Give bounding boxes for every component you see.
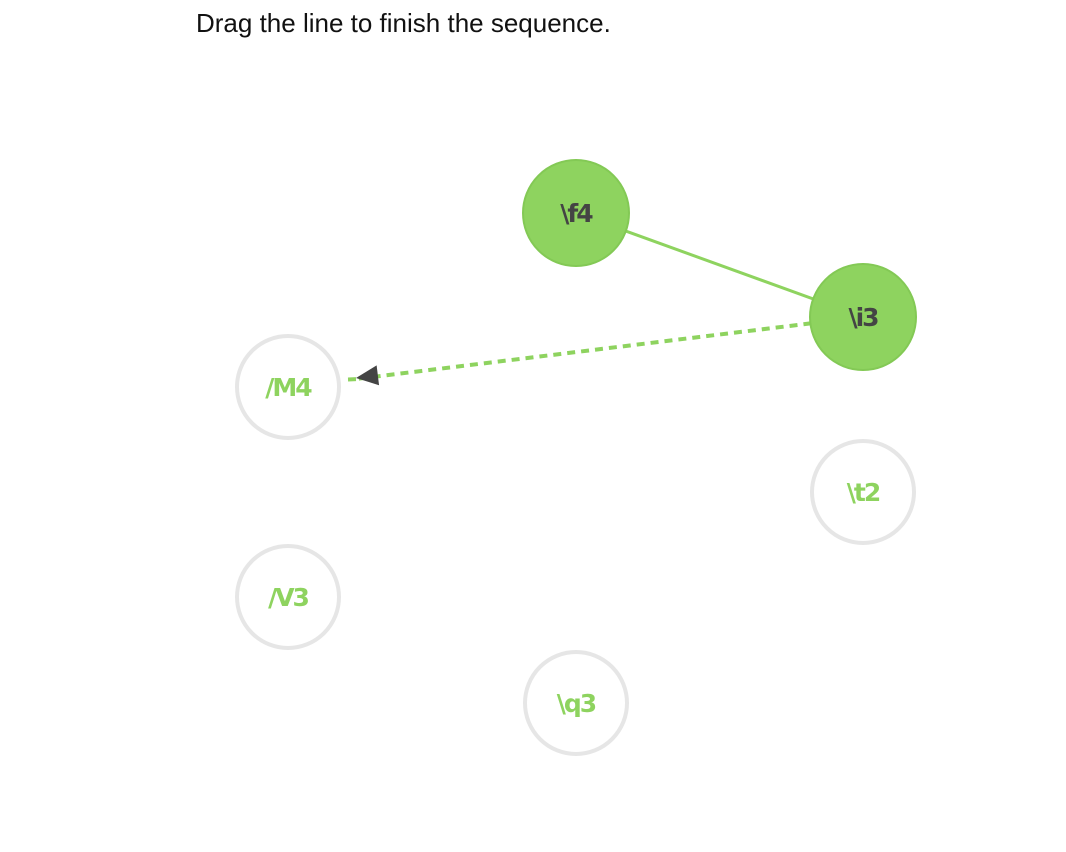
node-circle (235, 544, 341, 650)
drag-handle-arrow-icon[interactable] (356, 365, 380, 386)
drag-line[interactable] (355, 321, 812, 381)
node-label: \q3 (557, 689, 596, 718)
sequence-node-t2[interactable]: \t2 (810, 439, 916, 545)
sequence-node-q3[interactable]: \q3 (523, 650, 629, 756)
drag-line-layer (347, 321, 812, 386)
node-label: \t2 (847, 478, 880, 507)
node-label: \f4 (560, 199, 593, 228)
node-circle (235, 334, 341, 440)
instruction-text: Drag the line to finish the sequence. (196, 8, 611, 38)
node-label: /M4 (265, 373, 312, 402)
sequence-node-f4[interactable]: \f4 (522, 159, 630, 267)
node-circle (522, 159, 630, 267)
node-label: \i3 (848, 303, 878, 332)
nodes-layer: \f4 \i3 \t2 \q3/V3/M4 (235, 159, 917, 756)
sequence-node-V3[interactable]: /V3 (235, 544, 341, 650)
sequence-node-M4[interactable]: /M4 (235, 334, 341, 440)
sequence-node-i3[interactable]: \i3 (809, 263, 917, 371)
node-circle (523, 650, 629, 756)
node-label: /V3 (268, 583, 308, 612)
node-circle (810, 439, 916, 545)
node-circle (809, 263, 917, 371)
